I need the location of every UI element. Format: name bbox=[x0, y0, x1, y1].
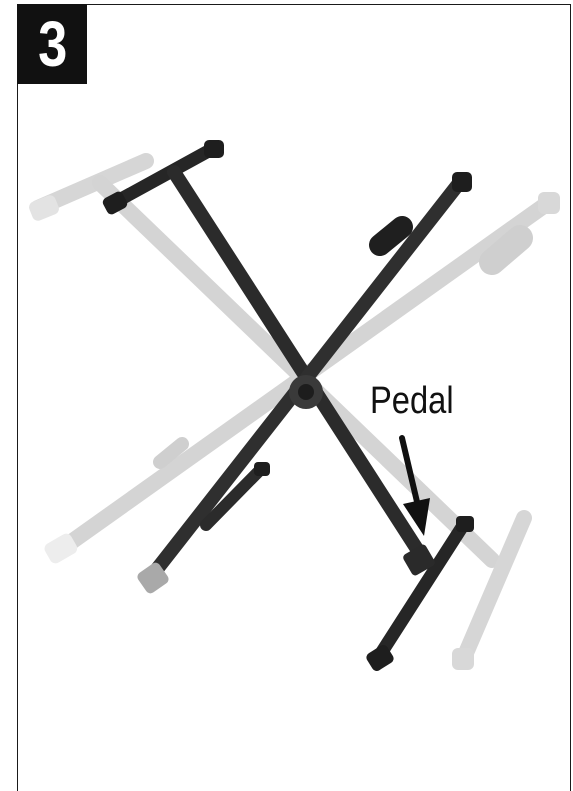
cap-leg-b-top bbox=[452, 172, 472, 192]
ghost-cap-topright bbox=[538, 192, 560, 214]
ghost-knob-upper bbox=[492, 238, 520, 262]
center-pivot-hub bbox=[298, 384, 314, 400]
upper-knob bbox=[380, 227, 402, 245]
cap-brace-top bbox=[254, 462, 270, 476]
cap-top-right-bar bbox=[204, 140, 224, 158]
ghost-stand bbox=[27, 161, 560, 670]
ghost-cap-foot bbox=[452, 648, 474, 670]
cap-foot-top bbox=[456, 516, 474, 532]
pedal-callout-label: Pedal bbox=[370, 382, 454, 420]
